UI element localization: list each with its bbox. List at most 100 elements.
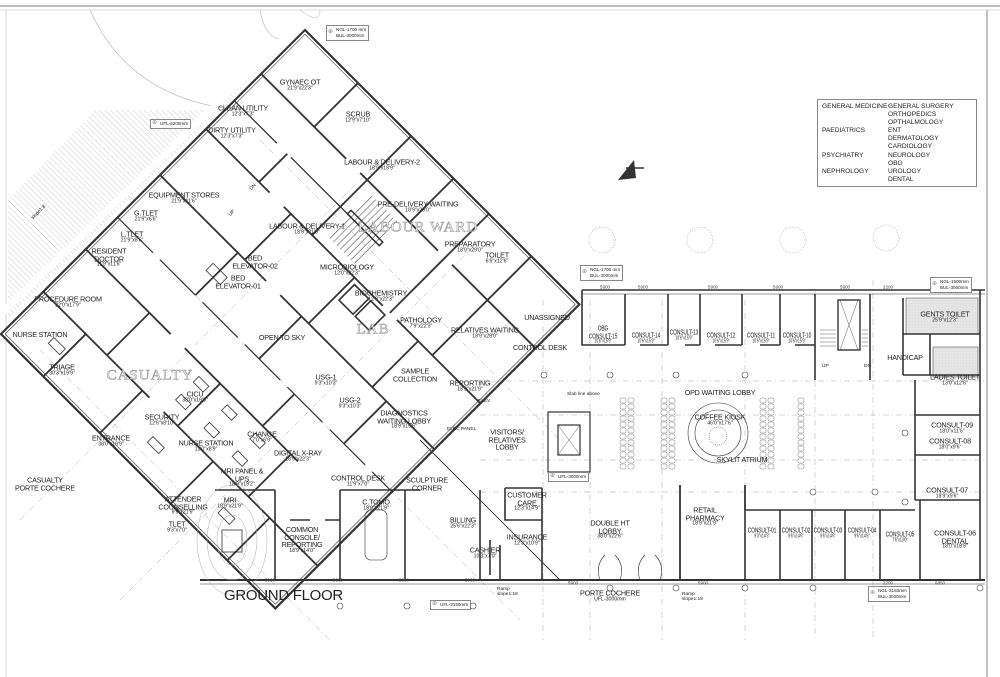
level-tag: UFL-6200mm bbox=[150, 119, 192, 129]
seat bbox=[619, 457, 627, 464]
level-value: BUL-3000mm bbox=[590, 272, 619, 278]
seat bbox=[627, 397, 635, 404]
room-dimensions: 13'0"x8'9" bbox=[194, 446, 218, 453]
level-tag: UFL-3000mm bbox=[548, 472, 590, 482]
main-block-walls bbox=[196, 289, 985, 596]
level-value: NGL-1700 mm bbox=[336, 27, 367, 32]
room-dimensions: 18'9"x19'2" bbox=[229, 481, 255, 488]
room-name: CLEAN UTILITY bbox=[217, 103, 269, 113]
room-dimensions: 30'3"x19'9" bbox=[49, 370, 75, 377]
room-dimensions: 38'0"x19'9" bbox=[182, 397, 208, 404]
legend-item: UROLOGY bbox=[888, 167, 921, 175]
dimension-label: 5900 bbox=[839, 284, 851, 290]
room-dimensions: 18'9"x22'3" bbox=[285, 456, 311, 463]
room-dimensions: 22'0"x17'9" bbox=[55, 302, 81, 309]
room-name: G.TLET bbox=[134, 208, 158, 218]
room-dimensions: 18'9"x21'9" bbox=[294, 229, 320, 236]
room-dimensions: 21'9"x8'6" bbox=[120, 237, 144, 244]
room-name: CONSULT-03 bbox=[813, 525, 843, 535]
seat bbox=[660, 397, 668, 404]
seat bbox=[759, 415, 767, 422]
room-name: ELEVATOR-02 bbox=[232, 261, 278, 270]
room-name: MRI bbox=[223, 495, 237, 505]
elec-panel-label: ELEC PANEL bbox=[447, 427, 477, 432]
room-name: CONSULT-09 bbox=[931, 420, 973, 430]
room-name: PORTE COCHERE bbox=[15, 483, 75, 492]
legend-item: GENERAL SURGERY bbox=[888, 103, 954, 110]
stair-down-label: DN bbox=[864, 364, 871, 369]
seat bbox=[660, 403, 668, 410]
room-name: CUSTOMER bbox=[507, 490, 547, 500]
seat bbox=[767, 415, 775, 422]
room-name: PREPARATORY bbox=[444, 239, 496, 249]
seat bbox=[660, 457, 668, 464]
room-name: RELATIVES WAITING bbox=[450, 325, 520, 335]
room-name: RETAIL bbox=[693, 505, 717, 515]
room-name: SAMPLE bbox=[401, 366, 429, 376]
room-dimensions: 11'9"x7'0" bbox=[346, 481, 370, 488]
room-dimensions: 21'9"x6'6" bbox=[134, 216, 158, 223]
slope-hatch bbox=[8, 30, 300, 318]
room-name: DENTAL bbox=[941, 536, 969, 546]
room-name: TOILET bbox=[485, 250, 509, 260]
room-name: ELEVATOR-01 bbox=[215, 281, 261, 290]
room-name: MRI PANEL & bbox=[220, 466, 264, 476]
dimension-label: 5900 bbox=[707, 284, 719, 290]
seat bbox=[797, 433, 805, 440]
legend-item bbox=[822, 119, 887, 127]
legend-item: GENERAL MEDICINE bbox=[822, 103, 888, 110]
seat bbox=[660, 445, 668, 452]
room-name: NURSE STATION bbox=[178, 438, 234, 448]
room-dimensions: 7'0"x6'9" bbox=[252, 437, 272, 444]
room-dimensions: 9'6"x14'6" bbox=[788, 533, 804, 540]
seat bbox=[797, 445, 805, 452]
level-value: NGL-3150mm bbox=[878, 588, 907, 593]
legend-item: PSYCHIATRY bbox=[822, 151, 864, 159]
dimension-label: 5900 bbox=[567, 580, 579, 586]
room-dimensions: 9'9"x21'9" bbox=[171, 509, 195, 516]
room-name: PHARMACY bbox=[685, 513, 725, 523]
room-name: DOCTOR bbox=[94, 254, 124, 264]
room-name: LOBBY bbox=[495, 442, 519, 452]
room-dimensions: 9'6"x14'6" bbox=[820, 533, 836, 540]
seat bbox=[627, 439, 635, 446]
seat bbox=[660, 409, 668, 416]
room-name: LABOUR & DELIVERY-1 bbox=[269, 221, 345, 231]
room-dimensions: 18'9"x21'9" bbox=[457, 386, 483, 393]
room-dimensions: 18'9"x15'6" bbox=[391, 423, 417, 430]
room-name: CONSULT-02 bbox=[781, 525, 811, 535]
seat bbox=[759, 451, 767, 458]
room-dimensions: 11'9"x11'6" bbox=[96, 261, 122, 268]
room-name: TLET bbox=[168, 519, 186, 529]
room-name: CASUALTY bbox=[27, 475, 63, 485]
seat bbox=[660, 463, 668, 470]
room-dimensions: 6'6"x12'6" bbox=[485, 258, 509, 265]
seat bbox=[627, 403, 635, 410]
legend-item: CARDIOLOGY bbox=[888, 143, 932, 151]
room-label: SKYLIT ATRIUM bbox=[717, 456, 768, 464]
room-dimensions: 21'9"x22'3" bbox=[287, 85, 313, 92]
room-name: LADIES TOILET bbox=[930, 372, 980, 382]
room-dimensions: 18'9"x21'9" bbox=[692, 520, 718, 527]
